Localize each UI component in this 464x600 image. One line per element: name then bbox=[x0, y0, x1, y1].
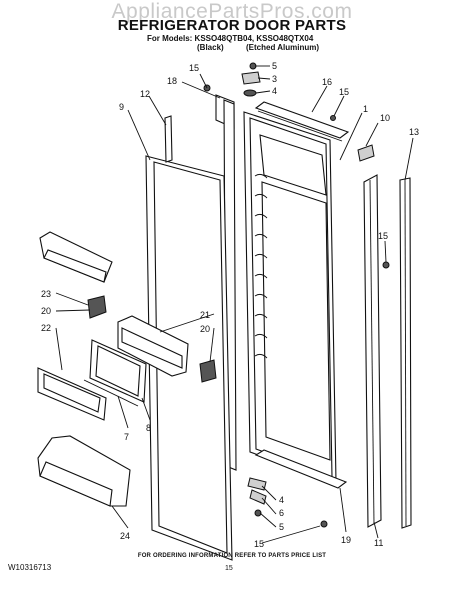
callout-4-top: 4 bbox=[272, 86, 277, 96]
callout-1: 1 bbox=[363, 104, 368, 114]
part-24-large-bin bbox=[37, 435, 131, 507]
callout-15-top: 15 bbox=[189, 63, 199, 73]
part-11-trim-strip bbox=[363, 174, 382, 528]
callout-11: 11 bbox=[374, 538, 383, 548]
leader-lines bbox=[55, 65, 414, 544]
bottom-hinge-hardware bbox=[247, 477, 328, 528]
callout-15-right: 15 bbox=[378, 231, 388, 241]
callout-12: 12 bbox=[140, 89, 150, 99]
part-7-rod bbox=[83, 379, 139, 407]
part-9-door-gasket bbox=[145, 155, 233, 561]
finish-black: (Black) bbox=[197, 43, 224, 52]
ordering-note: FOR ORDERING INFORMATION REFER TO PARTS … bbox=[137, 553, 327, 559]
callout-18: 18 bbox=[167, 76, 177, 86]
callout-4-bottom: 4 bbox=[279, 495, 284, 505]
callout-13: 13 bbox=[409, 127, 419, 137]
finish-aluminum: (Etched Aluminum) bbox=[246, 43, 320, 52]
callout-19: 19 bbox=[341, 535, 351, 545]
part-22-shelf-bin bbox=[37, 367, 107, 421]
callout-5-bottom: 5 bbox=[279, 522, 284, 532]
callout-21: 21 bbox=[200, 310, 210, 320]
document-number: W10316713 bbox=[8, 563, 52, 572]
callout-8: 8 bbox=[146, 423, 151, 433]
callout-20-left: 20 bbox=[41, 306, 51, 316]
callout-15-upper-right: 15 bbox=[339, 87, 349, 97]
callout-7: 7 bbox=[124, 432, 129, 442]
screw-15-right bbox=[382, 261, 390, 269]
part-19-bottom-cap bbox=[254, 449, 348, 489]
page-number: 15 bbox=[225, 565, 233, 572]
part-20-bracket-right bbox=[199, 359, 217, 383]
watermark: AppliancePartsPros.com bbox=[111, 0, 353, 23]
part-21-dairy-bin bbox=[117, 315, 189, 377]
callouts: 15 5 3 4 18 16 15 1 10 13 12 9 15 23 20 … bbox=[41, 61, 419, 549]
part-1-door-liner bbox=[243, 111, 337, 483]
callout-23: 23 bbox=[41, 289, 51, 299]
callout-5-top: 5 bbox=[272, 61, 277, 71]
callout-22: 22 bbox=[41, 323, 51, 333]
part-8-cover bbox=[89, 339, 147, 403]
part-10-clip bbox=[357, 144, 375, 162]
callout-10: 10 bbox=[380, 113, 390, 123]
part-13-gasket-strip bbox=[399, 177, 412, 529]
callout-6: 6 bbox=[279, 508, 284, 518]
part-20-bracket-left bbox=[87, 295, 107, 319]
callout-15-bottom: 15 bbox=[254, 539, 264, 549]
callout-16: 16 bbox=[322, 77, 332, 87]
callout-24: 24 bbox=[120, 531, 130, 541]
diagram-title: REFRIGERATOR DOOR PARTS bbox=[117, 17, 347, 34]
top-hinge-hardware bbox=[203, 62, 261, 97]
screw-15-top-right bbox=[330, 115, 336, 121]
models-line: For Models: KSSO48QTB04, KSSO48QTX04 bbox=[147, 34, 314, 43]
part-16-door-cap bbox=[254, 101, 350, 142]
callout-3: 3 bbox=[272, 74, 277, 84]
part-12-strip bbox=[164, 115, 173, 163]
callout-20-right: 20 bbox=[200, 324, 210, 334]
callout-9: 9 bbox=[119, 102, 124, 112]
part-23-bin bbox=[39, 231, 113, 283]
